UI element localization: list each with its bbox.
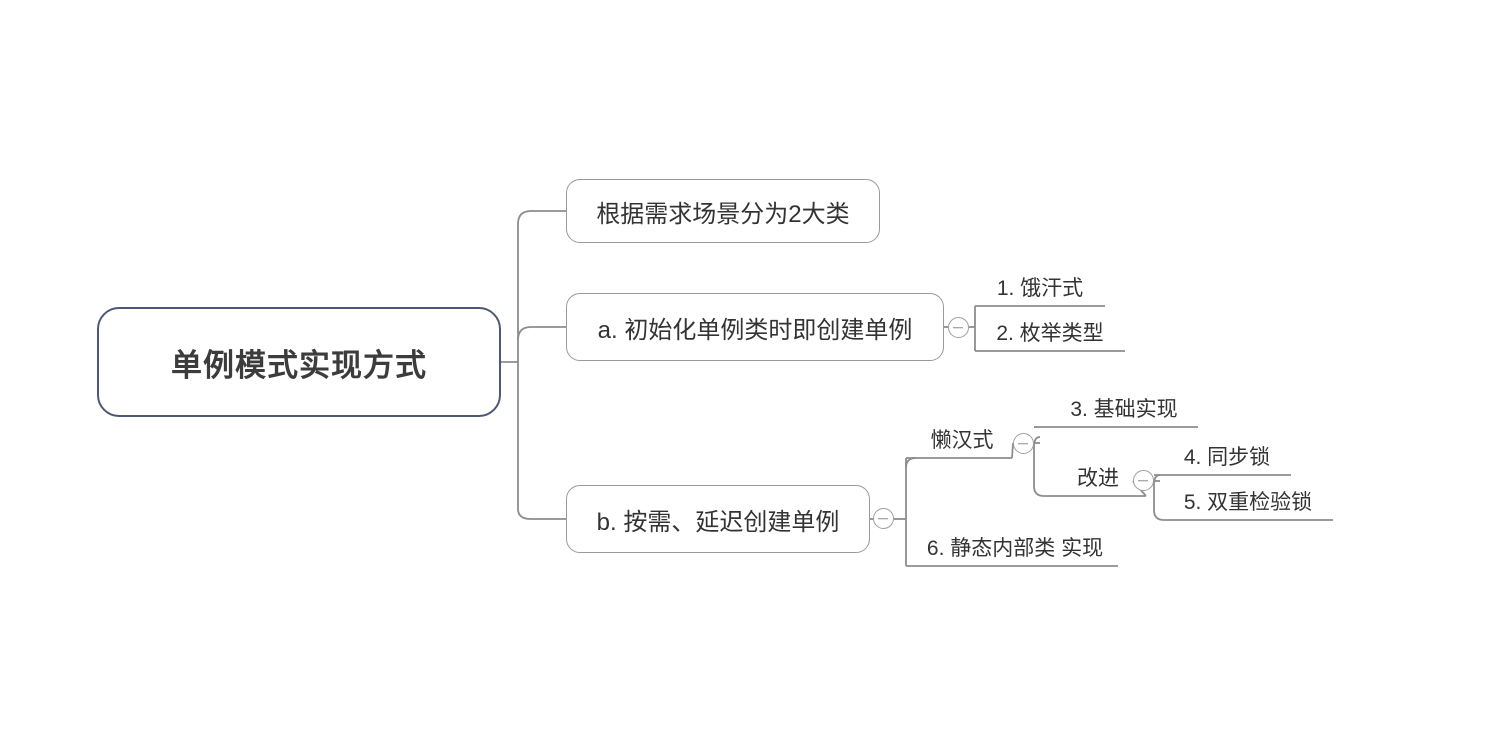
- minus-circle-icon-lazy[interactable]: [873, 508, 894, 529]
- leaf-node-label: 2. 枚举类型: [996, 322, 1104, 345]
- leaf-node-enum[interactable]: 2. 枚举类型: [975, 317, 1125, 351]
- root-node[interactable]: 单例模式实现方式: [97, 307, 501, 417]
- branch-node-categories[interactable]: 根据需求场景分为2大类: [566, 179, 880, 243]
- branch-node-lazy[interactable]: b. 按需、延迟创建单例: [566, 485, 870, 553]
- wire-b3-spine-top-cap: [905, 457, 917, 469]
- leaf-node-double-checked-lock[interactable]: 5. 双重检验锁: [1163, 486, 1333, 520]
- leaf-node-label: 5. 双重检验锁: [1183, 491, 1313, 514]
- minus-circle-icon-improved[interactable]: [1133, 470, 1154, 491]
- branch-node-label: b. 按需、延迟创建单例: [596, 508, 840, 536]
- branch-node-label: a. 初始化单例类时即创建单例: [597, 316, 913, 344]
- minus-circle-icon-lazy-style[interactable]: [1013, 433, 1034, 454]
- wire-root-to-b1: [517, 210, 566, 225]
- leaf-node-label: 6. 静态内部类 实现: [926, 537, 1104, 560]
- leaf-node-improved[interactable]: 改进: [1050, 462, 1146, 496]
- wire-lazy-child-spine: [1033, 436, 1045, 497]
- leaf-node-label: 改进: [1077, 467, 1119, 490]
- leaf-node-static-inner-class[interactable]: 6. 静态内部类 实现: [912, 532, 1118, 566]
- leaf-node-lazy-style[interactable]: 懒汉式: [912, 424, 1012, 458]
- leaf-node-label: 4. 同步锁: [1183, 446, 1271, 469]
- root-node-label: 单例模式实现方式: [171, 347, 427, 383]
- leaf-node-label: 1. 饿汗式: [996, 277, 1084, 300]
- wire-root-to-b3: [517, 508, 566, 520]
- leaf-node-basic-impl[interactable]: 3. 基础实现: [1050, 393, 1198, 427]
- leaf-node-label: 3. 基础实现: [1070, 398, 1178, 421]
- leaf-node-hungry[interactable]: 1. 饿汗式: [975, 272, 1105, 306]
- leaf-node-sync-lock[interactable]: 4. 同步锁: [1163, 441, 1291, 475]
- wire-root-to-b2: [517, 326, 566, 341]
- leaf-node-label: 懒汉式: [930, 429, 994, 452]
- branch-node-eager[interactable]: a. 初始化单例类时即创建单例: [566, 293, 944, 361]
- minus-circle-icon-eager[interactable]: [948, 317, 969, 338]
- branch-node-label: 根据需求场景分为2大类: [596, 200, 850, 228]
